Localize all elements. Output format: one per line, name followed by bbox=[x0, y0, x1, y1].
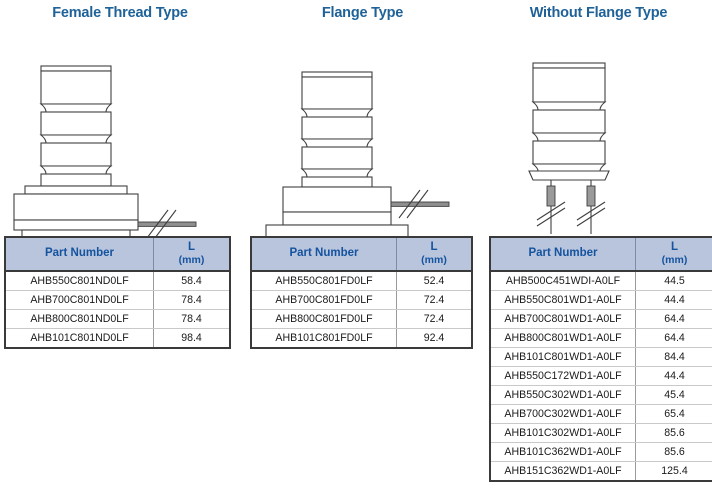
panel-title-without-flange-type: Without Flange Type bbox=[529, 5, 668, 21]
cell-part-number: AHB550C801WD1-A0LF bbox=[490, 290, 636, 310]
flange-type-drawing bbox=[240, 26, 485, 236]
cell-length: 44.5 bbox=[635, 271, 712, 291]
column-header-length-symbol: L bbox=[187, 241, 196, 253]
column-header-length-unit: (mm) bbox=[661, 253, 688, 266]
cell-length: 78.4 bbox=[153, 290, 230, 310]
column-header-length: L (mm) bbox=[396, 237, 472, 272]
cable-lead bbox=[137, 209, 197, 236]
table-row: AHB550C801ND0LF 58.4 bbox=[5, 271, 230, 291]
panel-flange-type: Flange Type bbox=[240, 0, 485, 236]
cell-part-number: AHB500C451WDI-A0LF bbox=[490, 271, 636, 291]
table-body: AHB500C451WDI-A0LF 44.5 AHB550C801WD1-A0… bbox=[490, 271, 712, 481]
table-row: AHB550C801FD0LF 52.4 bbox=[251, 271, 472, 291]
column-header-length-symbol: L bbox=[670, 241, 679, 253]
cell-part-number: AHB101C362WD1-A0LF bbox=[490, 442, 636, 462]
cell-length: 92.4 bbox=[423, 332, 445, 344]
panel-female-thread-type: Female Thread Type bbox=[0, 0, 240, 236]
table-row: AHB550C801WD1-A0LF 44.4 bbox=[490, 290, 712, 310]
cell-length: 85.6 bbox=[635, 442, 712, 462]
table-header-row: Part Number L (mm) bbox=[5, 237, 230, 272]
table-cell-without-flange-type: Part Number L (mm) AHB500C451WDI-A0LF 44… bbox=[485, 236, 712, 482]
cell-length: 45.4 bbox=[635, 385, 712, 405]
cell-part-number: AHB101C801ND0LF bbox=[5, 328, 154, 348]
cell-length: 98.4 bbox=[181, 332, 202, 344]
cell-length: 44.4 bbox=[635, 290, 712, 310]
cell-part-number: AHB101C801WD1-A0LF bbox=[490, 347, 636, 367]
table-row: AHB101C801FD0LF 92.4 bbox=[251, 328, 472, 348]
cell-part-number: AHB101C302WD1-A0LF bbox=[490, 423, 636, 443]
panel-title-flange-type: Flange Type bbox=[321, 5, 404, 21]
table-row: AHB800C801ND0LF 78.4 bbox=[5, 309, 230, 329]
cell-length: 65.4 bbox=[635, 404, 712, 424]
cell-length: 58.4 bbox=[153, 271, 230, 291]
spec-table-female-thread-type: Part Number L (mm) AHB550C801ND0LF 58.4 … bbox=[4, 236, 231, 349]
cell-part-number: AHB700C801FD0LF bbox=[251, 290, 397, 310]
table-header-row: Part Number L (mm) bbox=[490, 237, 712, 272]
cell-part-number: AHB700C801WD1-A0LF bbox=[490, 309, 636, 329]
table-row: AHB550C302WD1-A0LF 45.4 bbox=[490, 385, 712, 405]
cell-part-number: AHB550C801FD0LF bbox=[251, 271, 397, 291]
without-flange-type-drawing bbox=[485, 26, 712, 236]
column-header-part-number: Part Number bbox=[251, 237, 397, 272]
table-cell-flange-type: Part Number L (mm) AHB550C801FD0LF 52.4 … bbox=[240, 236, 485, 349]
table-row: AHB550C172WD1-A0LF 44.4 bbox=[490, 366, 712, 386]
table-header-row: Part Number L (mm) bbox=[251, 237, 472, 272]
cell-length: 44.4 bbox=[635, 366, 712, 386]
cell-part-number: AHB550C302WD1-A0LF bbox=[490, 385, 636, 405]
cell-part-number: AHB550C172WD1-A0LF bbox=[490, 366, 636, 386]
table-row: AHB700C801FD0LF 72.4 bbox=[251, 290, 472, 310]
table-row: AHB101C801ND0LF 98.4 bbox=[5, 328, 230, 348]
female-thread-type-drawing bbox=[0, 26, 240, 236]
column-header-length-unit: (mm) bbox=[421, 253, 447, 266]
cell-part-number: AHB550C801ND0LF bbox=[5, 271, 154, 291]
spec-table-flange-type: Part Number L (mm) AHB550C801FD0LF 52.4 … bbox=[250, 236, 473, 349]
table-row: AHB101C362WD1-A0LF 85.6 bbox=[490, 442, 712, 462]
diagram-panels-row: Female Thread Type bbox=[0, 0, 712, 236]
lead-pin-right bbox=[576, 180, 606, 234]
column-header-length: L (mm) bbox=[635, 237, 712, 272]
spec-tables-row: Part Number L (mm) AHB550C801ND0LF 58.4 … bbox=[0, 236, 712, 482]
cell-part-number: AHB700C302WD1-A0LF bbox=[490, 404, 636, 424]
table-cell-female-thread-type: Part Number L (mm) AHB550C801ND0LF 58.4 … bbox=[0, 236, 240, 349]
table-row: AHB700C801WD1-A0LF 64.4 bbox=[490, 309, 712, 329]
panel-title-female-thread-type: Female Thread Type bbox=[52, 5, 188, 21]
cell-length: 64.4 bbox=[635, 309, 712, 329]
table-row: AHB800C801FD0LF 72.4 bbox=[251, 309, 472, 329]
cell-part-number: AHB101C801FD0LF bbox=[251, 328, 397, 348]
cell-part-number: AHB800C801ND0LF bbox=[5, 309, 154, 329]
cell-length: 78.4 bbox=[153, 309, 230, 329]
cable-lead bbox=[390, 189, 450, 219]
column-header-part-number: Part Number bbox=[5, 237, 154, 272]
cell-part-number: AHB800C801FD0LF bbox=[251, 309, 397, 329]
table-row: AHB101C302WD1-A0LF 85.6 bbox=[490, 423, 712, 443]
cell-length: 84.4 bbox=[635, 347, 712, 367]
panel-without-flange-type: Without Flange Type bbox=[485, 0, 712, 236]
cell-part-number: AHB800C801WD1-A0LF bbox=[490, 328, 636, 348]
column-header-length-symbol: L bbox=[430, 241, 438, 253]
table-row: AHB700C302WD1-A0LF 65.4 bbox=[490, 404, 712, 424]
table-body: AHB550C801FD0LF 52.4 AHB700C801FD0LF 72.… bbox=[251, 271, 472, 348]
column-header-length: L (mm) bbox=[153, 237, 230, 272]
cell-part-number: AHB700C801ND0LF bbox=[5, 290, 154, 310]
table-body: AHB550C801ND0LF 58.4 AHB700C801ND0LF 78.… bbox=[5, 271, 230, 348]
cell-length: 72.4 bbox=[396, 309, 472, 329]
cell-length: 72.4 bbox=[396, 290, 472, 310]
cell-length: 52.4 bbox=[396, 271, 472, 291]
cell-length: 125.4 bbox=[661, 465, 688, 477]
table-row: AHB101C801WD1-A0LF 84.4 bbox=[490, 347, 712, 367]
table-row: AHB700C801ND0LF 78.4 bbox=[5, 290, 230, 310]
table-row: AHB800C801WD1-A0LF 64.4 bbox=[490, 328, 712, 348]
table-row: AHB500C451WDI-A0LF 44.5 bbox=[490, 271, 712, 291]
lead-pin-left bbox=[536, 180, 566, 234]
column-header-length-unit: (mm) bbox=[178, 253, 205, 266]
cell-length: 64.4 bbox=[635, 328, 712, 348]
cell-part-number: AHB151C362WD1-A0LF bbox=[490, 461, 636, 481]
table-row: AHB151C362WD1-A0LF 125.4 bbox=[490, 461, 712, 481]
column-header-part-number: Part Number bbox=[490, 237, 636, 272]
spec-table-without-flange-type: Part Number L (mm) AHB500C451WDI-A0LF 44… bbox=[489, 236, 712, 482]
cell-length: 85.6 bbox=[635, 423, 712, 443]
